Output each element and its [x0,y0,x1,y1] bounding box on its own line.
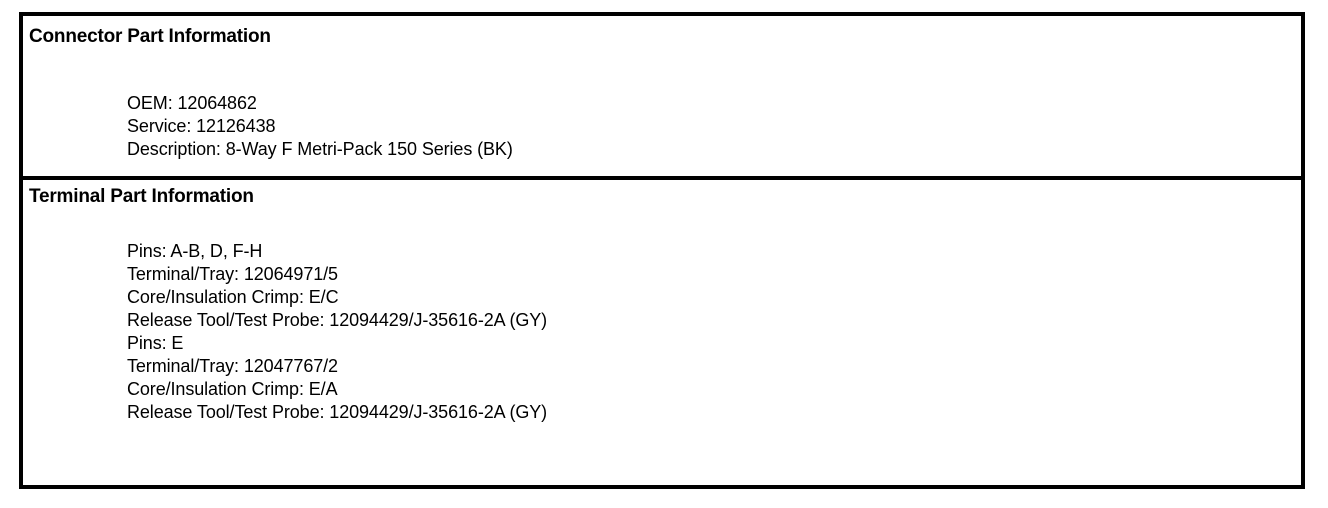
terminal-group2-release-tool-test-probe: Release Tool/Test Probe: 12094429/J-3561… [127,402,548,422]
connector-section-title: Connector Part Information [29,26,271,47]
terminal-group1-release-tool-test-probe: Release Tool/Test Probe: 12094429/J-3561… [127,310,548,330]
terminal-group1-pins: Pins: A-B, D, F-H [127,241,263,261]
terminal-detail-list: Pins: A-B, D, F-H Terminal/Tray: 1206497… [127,240,547,424]
terminal-group1-core-insulation-crimp: Core/Insulation Crimp: E/C [127,287,339,307]
terminal-group1-terminal-tray: Terminal/Tray: 12064971/5 [127,264,338,284]
terminal-group2-terminal-tray: Terminal/Tray: 12047767/2 [127,356,338,376]
connector-detail-service: Service: 12126438 [127,116,276,136]
terminal-group2-pins: Pins: E [127,333,184,353]
connector-detail-oem: OEM: 12064862 [127,93,257,113]
connector-detail-list: OEM: 12064862 Service: 12126438 Descript… [127,92,513,161]
terminal-group2-core-insulation-crimp: Core/Insulation Crimp: E/A [127,379,338,399]
connector-detail-description: Description: 8-Way F Metri-Pack 150 Seri… [127,139,513,159]
connector-part-information-section: Connector Part Information OEM: 12064862… [23,16,1301,180]
terminal-section-title: Terminal Part Information [29,186,254,207]
terminal-part-information-section: Terminal Part Information Pins: A-B, D, … [23,180,1301,485]
part-information-table: Connector Part Information OEM: 12064862… [19,12,1305,489]
